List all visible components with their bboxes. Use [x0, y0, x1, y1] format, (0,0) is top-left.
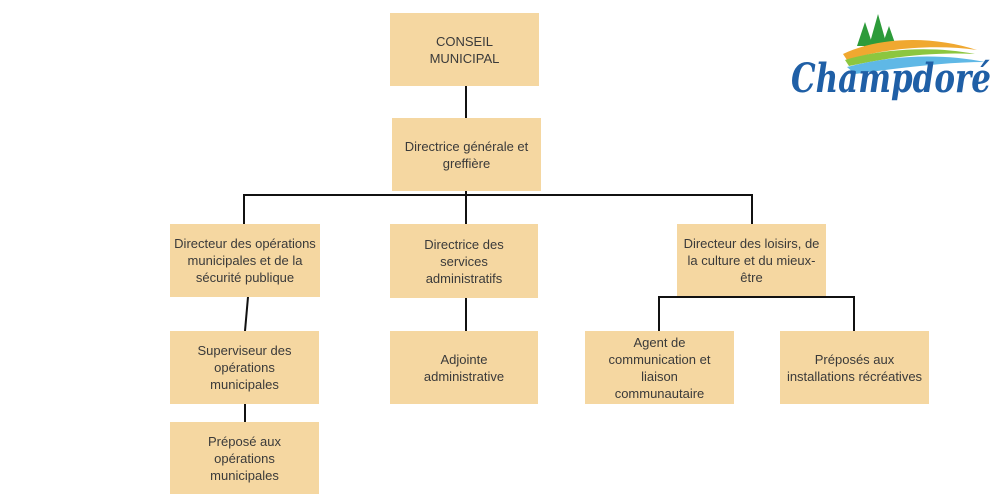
- org-node-dir-loisirs-label: Directeur des loisirs, de la culture et …: [683, 235, 820, 285]
- org-node-council: CONSEIL MUNICIPAL: [390, 13, 539, 86]
- org-node-dir-loisirs: Directeur des loisirs, de la culture et …: [677, 224, 826, 296]
- org-node-adjointe: Adjointe administrative: [390, 331, 538, 404]
- gold-swoosh-icon: [843, 39, 977, 60]
- org-node-prepose-ops: Préposé aux opérations municipales: [170, 422, 319, 494]
- org-node-agent-comm: Agent de communication et liaison commun…: [585, 331, 734, 404]
- logo-wordmark: Champdoré: [791, 55, 991, 102]
- org-node-dg: Directrice générale et greffière: [392, 118, 541, 191]
- champdore-logo: Champdoré: [791, 14, 991, 102]
- connector-dir-ops-sup: [243, 295, 250, 333]
- org-node-sup-ops: Superviseur des opérations municipales: [170, 331, 319, 404]
- org-node-sup-ops-label: Superviseur des opérations municipales: [197, 343, 292, 392]
- org-node-adjointe-label: Adjointe administrative: [423, 351, 505, 384]
- org-node-dir-admin: Directrice des services administratifs: [390, 224, 538, 298]
- org-node-agent-comm-label: Agent de communication et liaison commun…: [608, 334, 711, 401]
- org-node-council-label: CONSEIL MUNICIPAL: [429, 33, 500, 66]
- org-node-dg-label: Directrice générale et greffière: [404, 138, 529, 171]
- org-node-prepose-ops-label: Préposé aux opérations municipales: [208, 433, 281, 483]
- org-node-dir-ops: Directeur des opérations municipales et …: [170, 224, 320, 297]
- green-swoosh-icon: [845, 49, 975, 66]
- blue-swoosh-icon: [847, 56, 985, 74]
- org-node-preposes-inst: Préposés aux installations récréatives: [780, 331, 929, 404]
- org-node-dir-ops-label: Directeur des opérations municipales et …: [174, 236, 316, 285]
- org-node-dir-admin-label: Directrice des services administratifs: [424, 236, 504, 286]
- org-node-preposes-inst-label: Préposés aux installations récréatives: [786, 351, 923, 384]
